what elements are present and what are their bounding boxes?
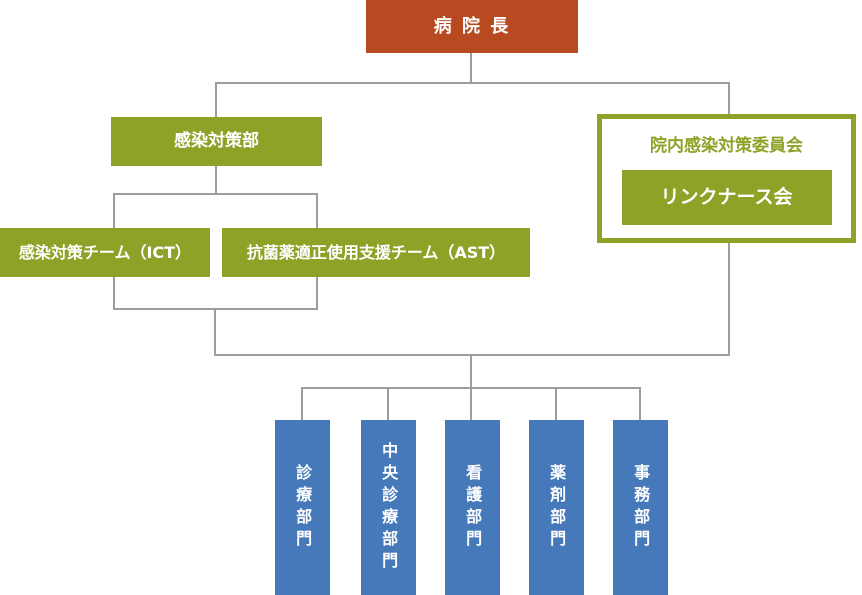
- connector-line: [214, 310, 216, 354]
- connector-line: [113, 195, 115, 228]
- node-dept-nursing: 看護部門: [445, 420, 500, 595]
- node-ict-team: 感染対策チーム（ICT）: [0, 228, 210, 277]
- node-dept-administration: 事務部門: [613, 420, 668, 595]
- connector-line: [555, 389, 557, 420]
- connector-line: [316, 195, 318, 228]
- connector-line: [728, 84, 730, 114]
- connector-line: [470, 356, 472, 387]
- connector-line: [113, 308, 318, 310]
- connector-line: [301, 389, 303, 420]
- connector-line: [214, 354, 730, 356]
- dept-label: 事務部門: [631, 463, 651, 552]
- connector-line: [470, 53, 472, 82]
- connector-line: [301, 387, 641, 389]
- dept-label: 看護部門: [463, 463, 483, 552]
- committee-title: 院内感染対策委員会: [650, 136, 803, 156]
- connector-line: [113, 277, 115, 308]
- node-dept-central-medical: 中央診療部門: [361, 420, 416, 595]
- connector-line: [215, 82, 730, 84]
- node-hospital-director: 病 院 長: [366, 0, 578, 53]
- connector-line: [215, 166, 217, 193]
- dept-label: 中央診療部門: [379, 441, 399, 574]
- connector-line: [215, 84, 217, 117]
- connector-line: [387, 389, 389, 420]
- connector-line: [728, 243, 730, 354]
- node-link-nurse-group: リンクナース会: [621, 170, 832, 225]
- dept-label: 診療部門: [293, 463, 313, 552]
- node-dept-pharmacy: 薬剤部門: [529, 420, 584, 595]
- node-infection-control-dept: 感染対策部: [111, 117, 322, 166]
- node-infection-control-committee: 院内感染対策委員会 リンクナース会: [597, 114, 856, 243]
- connector-line: [639, 389, 641, 420]
- node-ast-team: 抗菌薬適正使用支援チーム（AST）: [222, 228, 530, 277]
- dept-label: 薬剤部門: [547, 463, 567, 552]
- node-dept-medical: 診療部門: [275, 420, 330, 595]
- connector-line: [113, 193, 318, 195]
- connector-line: [470, 389, 472, 420]
- connector-line: [316, 277, 318, 308]
